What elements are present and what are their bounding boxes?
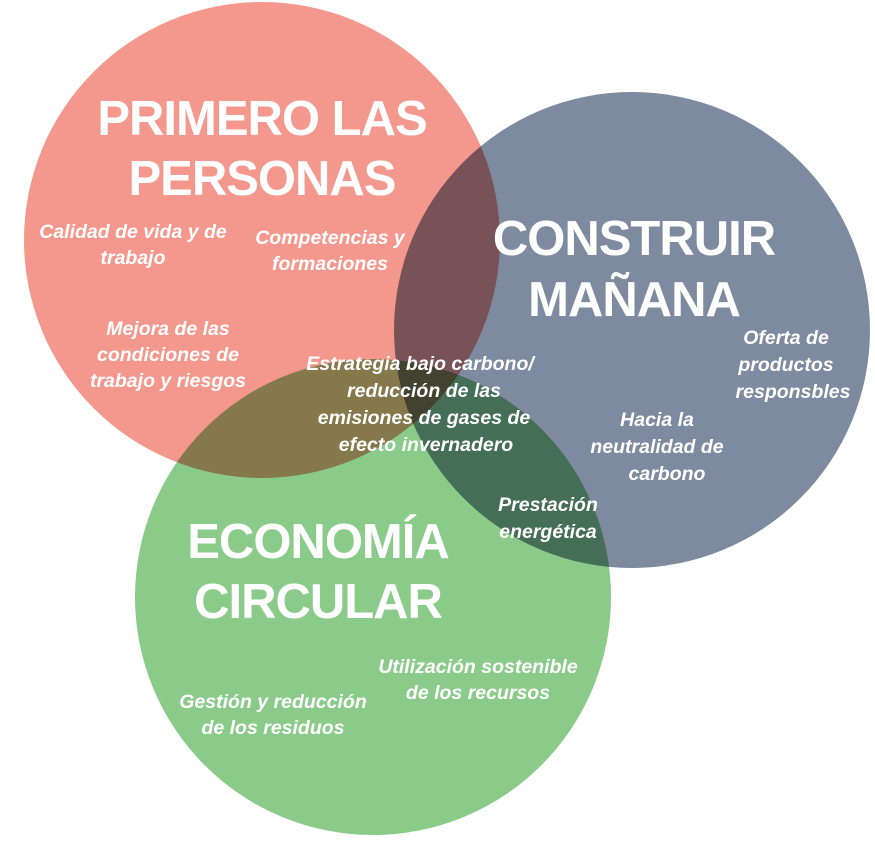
manana-item-oferta-line1: Oferta de xyxy=(743,327,829,349)
overlap-item-estrategia-line1: Estrategia bajo carbono/ xyxy=(306,353,536,375)
overlap-item-prestacion-line2: energética xyxy=(499,521,597,543)
overlap-item-prestacion-line1: Prestación xyxy=(498,494,598,516)
personas-title-line1: PRIMERO LAS xyxy=(97,92,426,146)
manana-item-oferta-line3: responsbles xyxy=(736,381,851,403)
economia-title-line1: ECONOMÍA xyxy=(187,515,449,569)
overlap-item-estrategia-line2: reducción de las xyxy=(347,380,501,402)
economia-title-line2: CIRCULAR xyxy=(194,575,442,629)
circle-group xyxy=(24,2,870,835)
circle-personas xyxy=(24,2,500,478)
overlap-item-estrategia-line3: emisiones de gases de xyxy=(318,407,531,429)
personas-item-competencias-line1: Competencias y xyxy=(255,227,406,249)
personas-item-mejora-line1: Mejora de las xyxy=(106,318,230,340)
circle-economia xyxy=(135,359,611,835)
overlap-item-estrategia-line4: efecto invernadero xyxy=(339,434,514,456)
manana-item-hacia-line3: carbono xyxy=(629,463,706,485)
personas-item-competencias-line2: formaciones xyxy=(272,253,388,275)
manana-item-oferta-line2: productos xyxy=(737,354,833,376)
personas-item-calidad-line2: trabajo xyxy=(100,247,165,269)
manana-title-line1: CONSTRUIR xyxy=(493,212,776,266)
economia-item-gestion-line1: Gestión y reducción xyxy=(179,691,367,713)
manana-title-line2: MAÑANA xyxy=(528,273,740,327)
economia-item-utilizacion-line1: Utilización sostenible xyxy=(378,656,578,678)
personas-item-mejora-line3: trabajo y riesgos xyxy=(90,370,246,392)
manana-item-hacia-line1: Hacia la xyxy=(620,409,694,431)
personas-title-line2: PERSONAS xyxy=(128,152,395,206)
economia-item-gestion-line2: de los residuos xyxy=(201,717,344,739)
manana-item-hacia-line2: neutralidad de xyxy=(590,436,723,458)
personas-item-calidad-line1: Calidad de vida y de xyxy=(39,221,227,243)
personas-item-mejora-line2: condiciones de xyxy=(97,344,239,366)
economia-item-utilizacion-line2: de los recursos xyxy=(406,682,550,704)
